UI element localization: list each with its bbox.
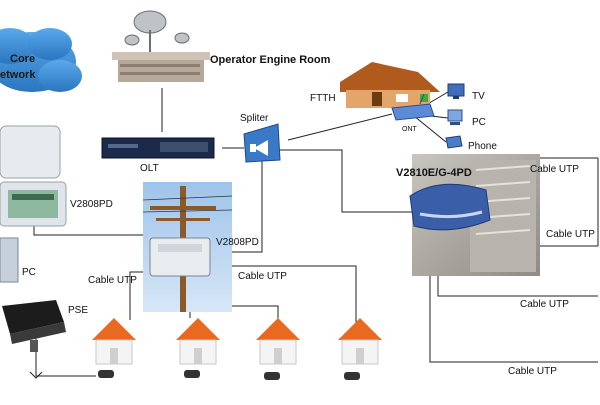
v2810e-device-photo — [409, 154, 540, 276]
v2808pd-left-label: V2808PD — [70, 199, 113, 210]
pse-link — [35, 334, 96, 377]
cable-utp-pole-left: Cable UTP — [88, 275, 137, 286]
ont-label: ONT — [402, 126, 417, 133]
house-icon — [256, 318, 300, 365]
splitter-ont-link — [287, 113, 393, 141]
cable-utp-right-3: Cable UTP — [520, 299, 569, 310]
phone-label: Phone — [468, 141, 497, 152]
pse-arrow — [29, 371, 43, 379]
pc-icon — [0, 237, 19, 283]
cable-utp-right-1: Cable UTP — [530, 164, 579, 175]
camera-icon — [98, 370, 360, 380]
satellite-dish-icon — [112, 10, 210, 82]
v2808pd-enclosure-left — [0, 125, 67, 227]
core-network-label-line2: etwork — [0, 69, 36, 81]
house-icon — [92, 318, 136, 365]
olt-label: OLT — [140, 163, 159, 174]
ftth-label: FTTH — [310, 93, 336, 104]
switch-icon — [101, 137, 215, 159]
cable-utp-pole-right: Cable UTP — [238, 271, 287, 282]
splitter-v2810-link — [276, 149, 414, 213]
pse-label: PSE — [68, 305, 89, 316]
tv-icon — [447, 83, 465, 99]
pc-left-label: PC — [22, 267, 36, 278]
house-icon — [338, 318, 382, 365]
tv-label: TV — [472, 91, 485, 102]
pc-icon — [447, 109, 463, 125]
splitter-icon — [243, 123, 281, 163]
house-icon — [176, 318, 220, 365]
spliter-label: Spliter — [240, 113, 269, 124]
cable-utp-right-2: Cable UTP — [546, 229, 595, 240]
core-network-label-line1: Core — [10, 53, 36, 65]
pole-house-4-link — [214, 265, 357, 322]
pc-top-label: PC — [472, 117, 486, 128]
v2808pd-pole-label: V2808PD — [216, 237, 259, 248]
house-icon — [340, 62, 440, 108]
operator-engine-room-label: Operator Engine Room — [210, 54, 331, 66]
cloud-icon — [0, 28, 82, 92]
utp-right-3 — [429, 270, 598, 363]
router-icon — [391, 93, 435, 121]
splitter-pole-link — [220, 160, 263, 253]
cable-utp-right-4: Cable UTP — [508, 366, 557, 377]
v2810e-label: V2810E/G-4PD — [396, 167, 472, 179]
power-adapter-icon — [2, 300, 66, 352]
ont-phone-link — [413, 115, 447, 143]
phone-icon — [445, 135, 463, 149]
utility-pole-icon — [142, 182, 233, 312]
